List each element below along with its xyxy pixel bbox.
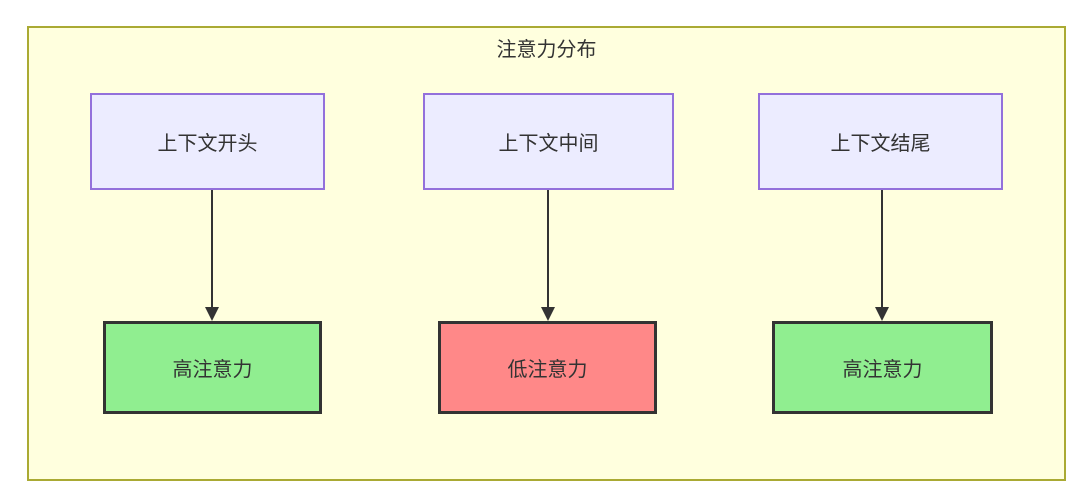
node-low-attention-label: 低注意力 <box>507 359 588 381</box>
node-high-attention-1: 高注意力 <box>103 321 322 414</box>
arrowhead-down-icon <box>205 307 219 321</box>
node-high-attention-1-label: 高注意力 <box>172 359 253 381</box>
arrowhead-down-icon <box>875 307 889 321</box>
cluster-attention-distribution: 注意力分布 上下文开头 上下文中间 上下文结尾 高注意力 低注意力 <box>27 26 1066 481</box>
node-context-end: 上下文结尾 <box>758 93 1003 190</box>
node-context-end-label: 上下文结尾 <box>830 133 931 155</box>
arrowhead-down-icon <box>541 307 555 321</box>
node-low-attention: 低注意力 <box>438 321 657 414</box>
node-context-middle-label: 上下文中间 <box>498 133 599 155</box>
node-high-attention-2: 高注意力 <box>772 321 993 414</box>
diagram-title: 注意力分布 <box>496 39 597 61</box>
edge-line <box>211 190 213 308</box>
node-high-attention-2-label: 高注意力 <box>842 359 923 381</box>
node-context-middle: 上下文中间 <box>423 93 674 190</box>
edge-line <box>881 190 883 308</box>
node-context-start: 上下文开头 <box>90 93 325 190</box>
node-context-start-label: 上下文开头 <box>157 133 258 155</box>
edge-line <box>547 190 549 308</box>
